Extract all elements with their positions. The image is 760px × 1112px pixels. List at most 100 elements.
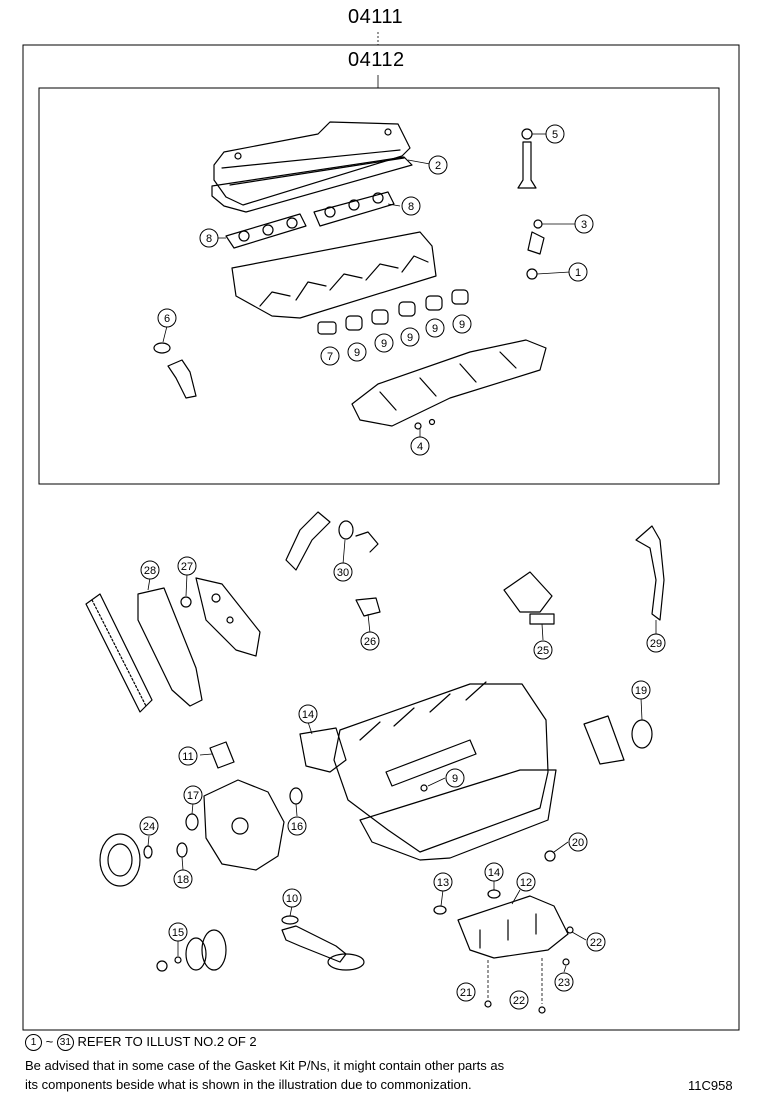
callout-8: 8 (401, 196, 421, 216)
intake-manifold (457, 895, 569, 959)
callout-8: 8 (199, 228, 219, 248)
callout-11: 11 (178, 746, 198, 766)
callout-number: 12 (520, 877, 532, 889)
callout-circle (545, 124, 565, 144)
plug (544, 850, 556, 862)
gasket (487, 889, 501, 899)
callout-number: 22 (590, 937, 602, 949)
callout-30: 30 (333, 562, 353, 582)
cylinder-block (333, 681, 549, 853)
o-ring (176, 842, 188, 858)
callout-27: 27 (177, 556, 197, 576)
callout-number: 8 (206, 233, 212, 245)
water-outlet-gasket (153, 342, 197, 399)
callout-number: 20 (572, 837, 584, 849)
callout-1: 1 (568, 262, 588, 282)
callout-number: 24 (143, 821, 155, 833)
water-pump (156, 929, 227, 972)
bracket-gasket (355, 597, 381, 617)
callout-9: 9 (445, 768, 465, 788)
callout-10: 10 (282, 888, 302, 908)
disclaimer-line-1: Be advised that in some case of the Gask… (25, 1058, 505, 1073)
callout-circle (401, 196, 421, 216)
cylinder-head (231, 231, 437, 319)
callout-number: 29 (650, 638, 662, 650)
crankshaft-front-seal (99, 833, 153, 887)
bolt (538, 1006, 546, 1014)
callout-21: 21 (456, 982, 476, 1002)
callout-circle (177, 556, 197, 576)
callout-3: 3 (574, 214, 594, 234)
callout-number: 19 (635, 685, 647, 697)
callout-23: 23 (554, 972, 574, 992)
callout-2: 2 (428, 155, 448, 175)
callout-9: 9 (425, 318, 445, 338)
callout-circle (178, 746, 198, 766)
manifold-gasket-left (225, 213, 307, 249)
callout-circle (183, 785, 203, 805)
callout-number: 9 (381, 338, 387, 350)
callout-circle (425, 318, 445, 338)
callout-number: 9 (459, 319, 465, 331)
oil-strainer (281, 915, 365, 971)
callout-number: 23 (558, 977, 570, 989)
valve (517, 128, 537, 189)
callout-18: 18 (173, 869, 193, 889)
inner-kit-frame (38, 87, 720, 485)
oil-pan (359, 769, 557, 861)
rear-oil-seal (583, 715, 653, 765)
nut (428, 418, 436, 426)
callout-13: 13 (433, 872, 453, 892)
water-pump-gasket (299, 727, 347, 773)
callout-number: 9 (432, 323, 438, 335)
leader-lines (147, 133, 657, 1004)
callout-number: 25 (537, 645, 549, 657)
callout-circle (139, 816, 159, 836)
o-ring (185, 813, 199, 831)
o-ring (289, 787, 303, 805)
port-gaskets (317, 289, 469, 335)
callout-15: 15 (168, 922, 188, 942)
callout-17: 17 (183, 785, 203, 805)
outer-kit-frame (22, 44, 740, 1031)
callout-20: 20 (568, 832, 588, 852)
callout-number: 14 (488, 867, 500, 879)
callout-number: 9 (354, 347, 360, 359)
callout-28: 28 (140, 560, 160, 580)
callout-number: 8 (408, 201, 414, 213)
oil-cooler-gasket (503, 571, 555, 625)
callout-circle (157, 308, 177, 328)
callout-number: 13 (437, 877, 449, 889)
callout-24: 24 (139, 816, 159, 836)
oil-level-gauge-guide (635, 525, 665, 621)
callout-14: 14 (484, 862, 504, 882)
callout-number: 17 (187, 790, 199, 802)
callout-circle (360, 631, 380, 651)
callout-circle (586, 932, 606, 952)
callout-circle (287, 816, 307, 836)
callout-number: 5 (552, 129, 558, 141)
callout-circle (452, 314, 472, 334)
timing-cover (195, 577, 261, 657)
callout-19: 19 (631, 680, 651, 700)
callout-25: 25 (533, 640, 553, 660)
manifold-gasket-right (313, 191, 395, 227)
callout-number: 22 (513, 995, 525, 1007)
o-ring (180, 596, 192, 608)
ref-end-number: 31 (56, 1034, 74, 1052)
callout-circle (374, 333, 394, 353)
callout-circle (410, 436, 430, 456)
callout-number: 27 (181, 561, 193, 573)
timing-belt (85, 593, 153, 713)
callout-29: 29 (646, 633, 666, 653)
callout-circle (298, 704, 318, 724)
callout-circle (568, 262, 588, 282)
callout-number: 9 (407, 332, 413, 344)
callout-circle (173, 869, 193, 889)
callout-number: 18 (177, 874, 189, 886)
callout-circle (533, 640, 553, 660)
callout-circle (445, 768, 465, 788)
callout-circle (646, 633, 666, 653)
callout-number: 9 (452, 773, 458, 785)
callout-circle (631, 680, 651, 700)
